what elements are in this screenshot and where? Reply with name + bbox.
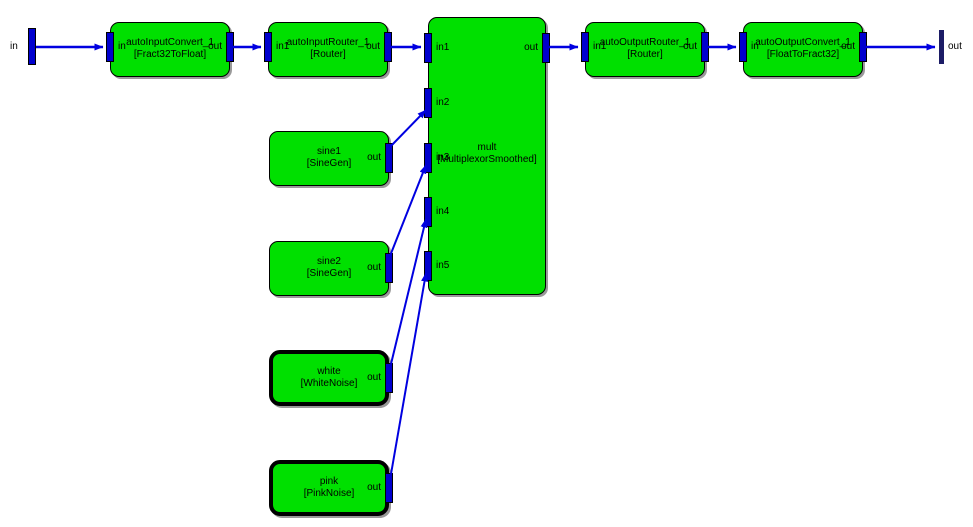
port-label: in3 <box>436 152 450 163</box>
block-autoOutputRouter_1[interactable]: autoOutputRouter_1 [Router] <box>585 22 705 77</box>
port-label: in1 <box>436 42 450 53</box>
block-title: autoOutputConvert_1 <box>755 37 851 48</box>
block-sine1[interactable]: sine1 [SineGen] <box>269 131 389 186</box>
input-pin-bar[interactable] <box>28 28 36 65</box>
port-label: in1 <box>593 41 607 52</box>
block-type: [MultiplexorSmoothed] <box>437 154 537 165</box>
port-label: in4 <box>436 206 450 217</box>
port-label: out <box>367 262 381 273</box>
port-label: out <box>208 41 222 52</box>
block-title: autoInputConvert_1 <box>126 37 214 48</box>
block-title: autoOutputRouter_1 <box>599 37 691 48</box>
wire-white-to-mult-in4[interactable] <box>390 218 428 365</box>
port-sine2-out[interactable] <box>385 253 393 283</box>
port-label: in1 <box>276 41 290 52</box>
wire-sine2-to-mult-in3[interactable] <box>389 164 427 257</box>
output-pin-label: out <box>948 41 962 52</box>
port-sine1-out[interactable] <box>385 143 393 173</box>
port-label: out <box>367 372 381 383</box>
port-label: in5 <box>436 260 450 271</box>
port-label: out <box>367 152 381 163</box>
block-mult[interactable]: mult [MultiplexorSmoothed] <box>428 17 546 295</box>
block-autoInputRouter_1[interactable]: autoInputRouter_1 [Router] <box>268 22 388 77</box>
block-type: [Fract32ToFloat] <box>133 49 207 60</box>
port-white-out[interactable] <box>385 363 393 393</box>
block-title: pink <box>319 476 339 487</box>
block-type: [SineGen] <box>306 158 352 169</box>
block-autoOutputConvert_1[interactable]: autoOutputConvert_1 [FloatToFract32] <box>743 22 863 77</box>
block-type: [PinkNoise] <box>303 488 355 499</box>
port-mult-in1[interactable] <box>424 33 432 63</box>
port-pink-out[interactable] <box>385 473 393 503</box>
port-label: in2 <box>436 97 450 108</box>
port-autoInputConvert_1-out[interactable] <box>226 32 234 62</box>
port-label: out <box>367 482 381 493</box>
port-label: in <box>751 41 759 52</box>
port-autoOutputConvert_1-out[interactable] <box>859 32 867 62</box>
port-mult-in3[interactable] <box>424 143 432 173</box>
block-title: white <box>317 366 341 377</box>
block-sine2[interactable]: sine2 [SineGen] <box>269 241 389 296</box>
input-pin-label: in <box>10 41 18 52</box>
block-title: mult <box>477 142 497 153</box>
block-pink[interactable]: pink [PinkNoise] <box>269 460 389 516</box>
port-autoOutputRouter_1-in1[interactable] <box>581 32 589 62</box>
wire-sine1-to-mult-in2[interactable] <box>389 109 427 148</box>
port-label: out <box>366 41 380 52</box>
port-autoOutputConvert_1-in[interactable] <box>739 32 747 62</box>
block-type: [FloatToFract32] <box>766 49 840 60</box>
port-autoOutputRouter_1-out[interactable] <box>701 32 709 62</box>
block-autoInputConvert_1[interactable]: autoInputConvert_1 [Fract32ToFloat] <box>110 22 230 77</box>
port-label: out <box>841 41 855 52</box>
port-label: in <box>118 41 126 52</box>
block-title: autoInputRouter_1 <box>286 37 370 48</box>
block-type: [WhiteNoise] <box>300 378 358 389</box>
port-autoInputConvert_1-in[interactable] <box>106 32 114 62</box>
block-title: sine2 <box>317 256 341 267</box>
port-label: out <box>524 42 538 53</box>
port-mult-in4[interactable] <box>424 197 432 227</box>
block-white[interactable]: white [WhiteNoise] <box>269 350 389 406</box>
block-title: sine1 <box>317 146 341 157</box>
port-label: out <box>683 41 697 52</box>
output-pin-bar[interactable] <box>939 30 944 64</box>
port-autoInputRouter_1-in1[interactable] <box>264 32 272 62</box>
block-type: [Router] <box>627 49 663 60</box>
port-autoInputRouter_1-out[interactable] <box>384 32 392 62</box>
port-mult-out[interactable] <box>542 33 550 63</box>
port-mult-in5[interactable] <box>424 251 432 281</box>
wire-pink-to-mult-in5[interactable] <box>390 272 428 475</box>
block-type: [SineGen] <box>306 268 352 279</box>
block-type: [Router] <box>310 49 346 60</box>
port-mult-in2[interactable] <box>424 88 432 118</box>
